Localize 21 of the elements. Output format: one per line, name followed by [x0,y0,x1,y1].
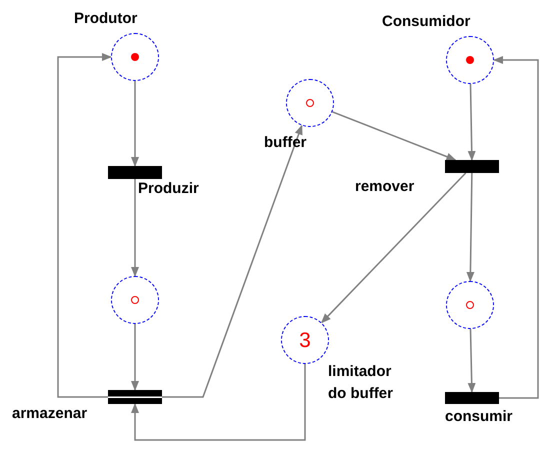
arc-arrow [131,179,139,277]
place-label: buffer [264,134,306,151]
arc-arrow [332,111,456,161]
arc-arrow [131,324,139,391]
arc-arrow [466,172,474,282]
arc-arrow [468,328,476,393]
place-label: limitador do buffer [328,362,394,404]
arc-arrow [131,81,139,167]
arc-arrow [131,364,306,441]
arc-arrow [162,124,302,398]
transition-label: Produzir [138,180,199,197]
arc-arrow [57,53,112,398]
transition-label: armazenar [12,405,88,422]
arc-arrow [320,172,466,324]
token-count: 3 [298,328,312,354]
transition-label: consumir [445,408,513,425]
place-label: Produtor [74,10,138,27]
place-label: Consumidor [382,13,470,30]
arc-arrow [493,56,539,399]
transition-label: remover [355,178,414,195]
arc-arrow [468,84,476,161]
